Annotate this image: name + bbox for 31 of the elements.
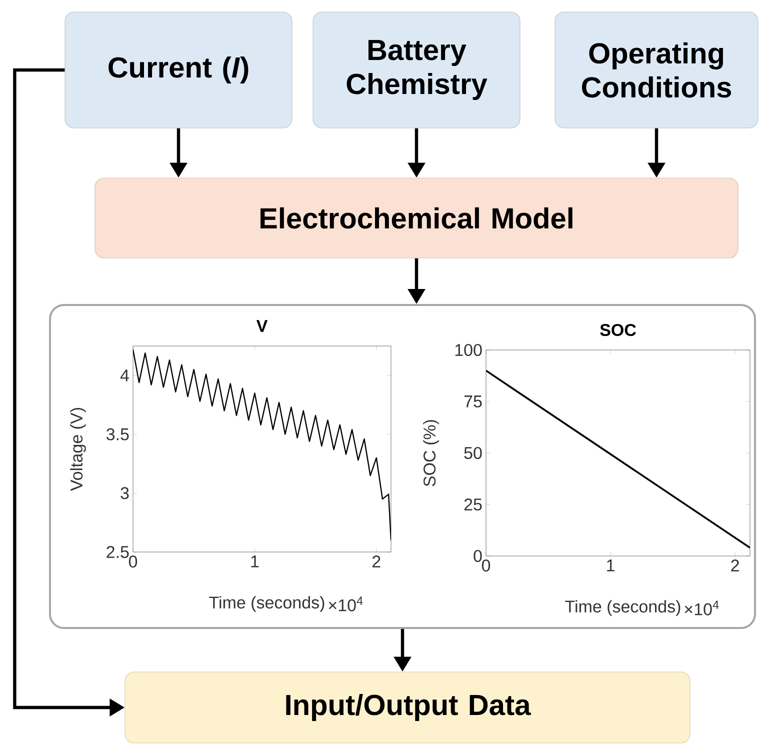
x-tick-label: 0 [482, 560, 490, 572]
x-axis-title: Time (seconds) [565, 600, 680, 616]
text: ×10$^{4}$ [328, 596, 363, 612]
x-tick-label: 0 [128, 556, 138, 568]
output-box: Input/Output Data [124, 672, 690, 744]
x-tick-label: 2 [731, 560, 739, 572]
y-tick-label: 25 [464, 498, 482, 511]
y-tick-label: 3.5 [106, 428, 129, 440]
y-axis-title: Voltage (V) [70, 408, 86, 491]
model-box: Electrochemical Model [94, 178, 738, 258]
y-tick-label: 100 [455, 344, 482, 356]
y-tick-label: 75 [464, 396, 482, 408]
y-tick-label: 50 [464, 446, 482, 460]
chart-title: SOC [600, 324, 636, 336]
x-axis-title: Time (seconds) [209, 596, 324, 612]
line-chart: SOC SOC (%) 0 1 2 0 25 50 75 100 Time (seconds) ×10$^{4}$ [423, 324, 750, 616]
text: ×10$^{4}$ [684, 600, 719, 616]
chart-title: V [256, 320, 268, 332]
input-box: Current (I) [64, 12, 292, 128]
input-box: Operating Conditions [554, 12, 758, 128]
input-box: Battery Chemistry [312, 12, 520, 128]
x-tick-label: 1 [607, 560, 614, 572]
y-tick-label: 3 [120, 487, 129, 500]
plot-panel [49, 304, 756, 629]
x-tick-label: 2 [372, 556, 380, 568]
y-tick-label: 2.5 [106, 546, 129, 558]
y-tick-label: 4 [120, 370, 129, 382]
line-series [133, 348, 392, 541]
x-tick-label: 1 [251, 556, 259, 568]
line-chart: V Voltage (V) 0 1 2 2.5 3 3.5 4 Time (seconds) ×10$^{4}$ [70, 320, 392, 612]
y-axis-title: SOC (%) [423, 420, 439, 486]
